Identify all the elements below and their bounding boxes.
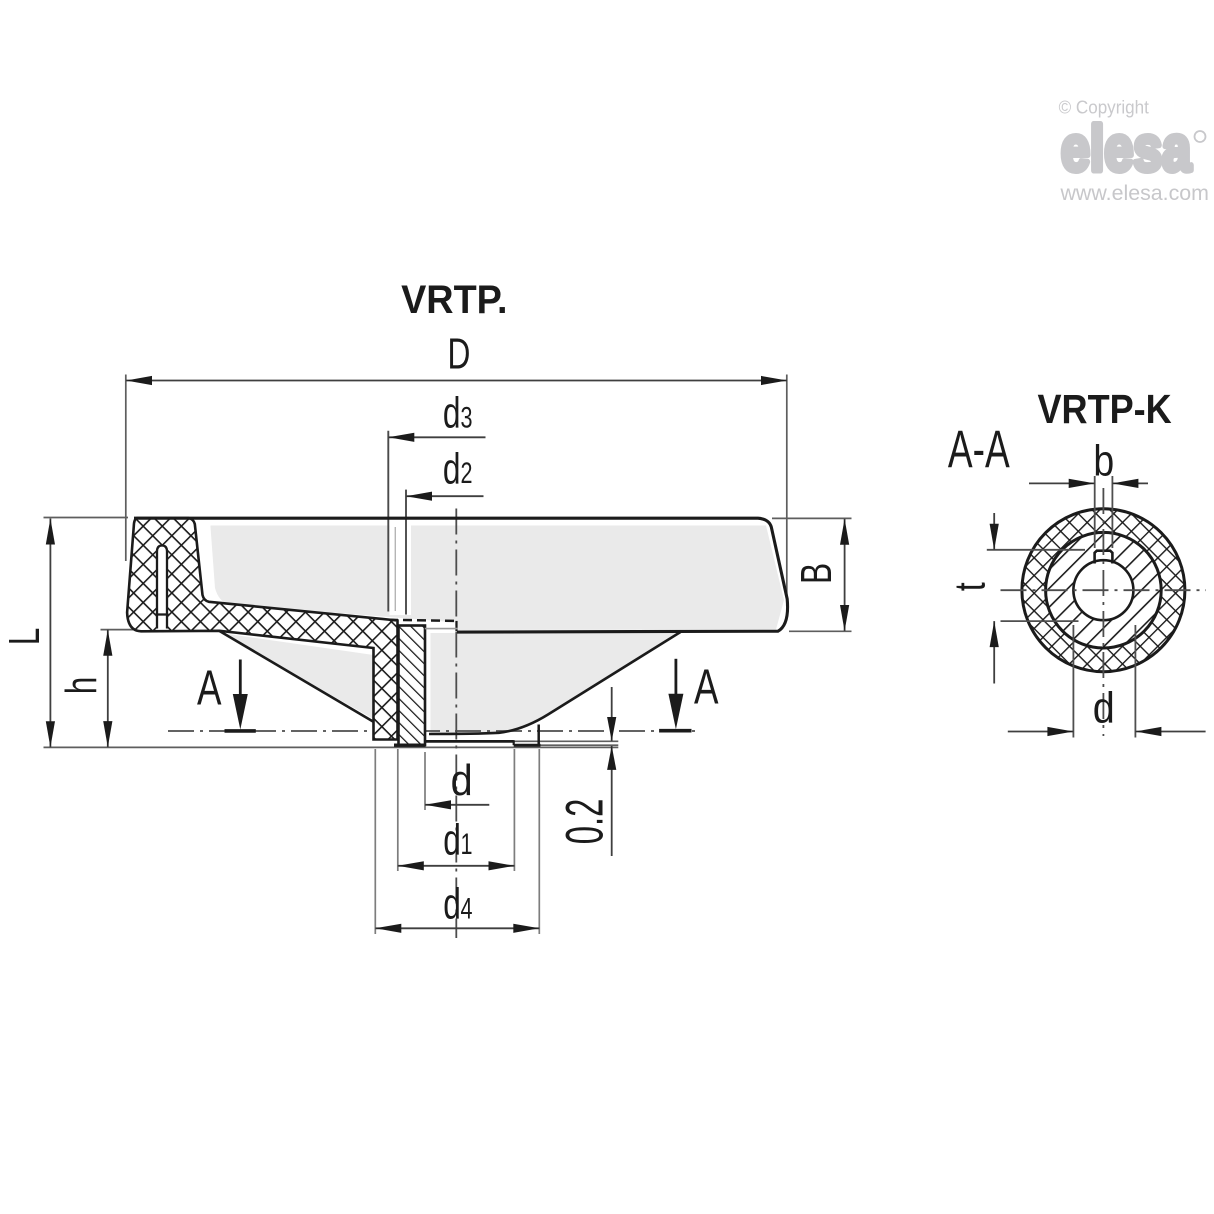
svg-text:h: h (57, 677, 106, 695)
svg-text:www.elesa.com: www.elesa.com (1059, 182, 1209, 205)
svg-text:d: d (443, 815, 461, 864)
svg-text:© Copyright: © Copyright (1059, 98, 1149, 118)
svg-text:A: A (694, 661, 719, 715)
svg-text:B: B (792, 563, 841, 584)
svg-text:d: d (1093, 683, 1115, 732)
svg-text:3: 3 (460, 400, 472, 434)
svg-text:L: L (0, 628, 49, 646)
svg-text:2: 2 (460, 456, 472, 490)
svg-text:d: d (443, 879, 461, 928)
svg-text:t: t (945, 582, 994, 591)
svg-text:d: d (443, 444, 461, 493)
svg-text:VRTP.: VRTP. (401, 278, 507, 322)
svg-text:A-A: A-A (948, 420, 1010, 479)
svg-text:VRTP-K: VRTP-K (1037, 387, 1171, 433)
svg-text:A: A (197, 662, 222, 716)
svg-text:d: d (443, 388, 461, 437)
svg-text:0.2: 0.2 (555, 799, 614, 845)
svg-text:1: 1 (460, 827, 472, 861)
svg-text:elesa: elesa (1061, 113, 1191, 185)
svg-text:D: D (448, 329, 471, 378)
svg-text:d: d (451, 755, 473, 804)
svg-text:4: 4 (460, 891, 472, 925)
svg-text:b: b (1093, 436, 1114, 486)
